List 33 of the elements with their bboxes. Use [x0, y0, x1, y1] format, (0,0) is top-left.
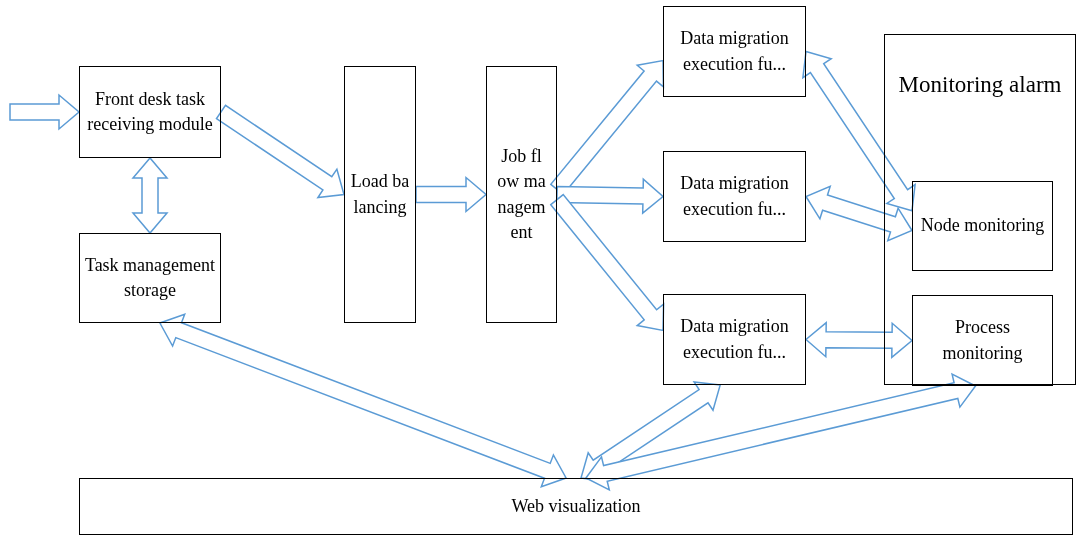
- box-label: Process monitoring: [941, 316, 1024, 365]
- process-box: [79, 478, 1073, 535]
- process-box: [663, 151, 806, 242]
- box-label: Task management storage: [83, 253, 217, 302]
- box-label: Front desk task receiving module: [86, 87, 214, 136]
- block-arrow: [556, 177, 665, 215]
- block-arrow: [215, 104, 345, 199]
- group-box: [884, 34, 1076, 385]
- process-box: [912, 295, 1053, 386]
- process-box: [79, 233, 221, 323]
- block-arrow: [804, 185, 914, 242]
- process-box: [79, 66, 221, 158]
- block-arrow: [131, 156, 169, 235]
- box-label: Node monitoring: [920, 214, 1045, 238]
- block-arrow: [804, 321, 914, 359]
- block-arrow: [549, 193, 665, 332]
- block-arrow: [158, 312, 568, 489]
- block-arrow: [9, 93, 81, 131]
- box-label: Data migration execution fu...: [679, 172, 790, 221]
- group-title: Monitoring alarm: [898, 71, 1062, 99]
- block-arrow: [415, 175, 488, 214]
- box-label: Data migration execution fu...: [679, 27, 790, 76]
- process-box: [912, 181, 1053, 271]
- block-arrow: [584, 372, 977, 492]
- block-arrow: [801, 50, 917, 212]
- process-box: [663, 6, 806, 97]
- box-label: Load balancing: [349, 170, 411, 219]
- box-label: Job flow management: [497, 145, 546, 244]
- process-box: [486, 66, 557, 323]
- box-label: Web visualization: [511, 494, 641, 518]
- box-label: Data migration execution fu...: [679, 315, 790, 364]
- process-box: [344, 66, 416, 323]
- process-box: [663, 294, 806, 385]
